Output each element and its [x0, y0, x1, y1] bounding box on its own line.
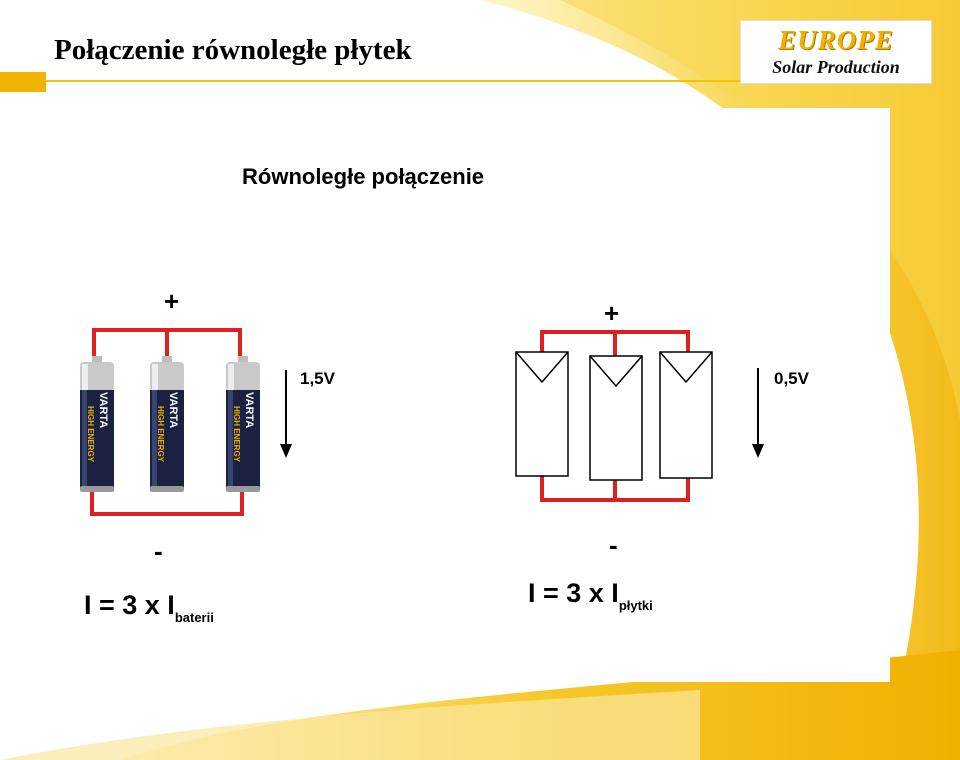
- title-accent-marker: [0, 72, 46, 92]
- logo-europe-text: EUROPE: [778, 25, 894, 55]
- solar-cell-3: [659, 351, 713, 479]
- battery-1-brand: VARTA: [97, 392, 109, 428]
- battery-minus-sign: -: [154, 536, 163, 566]
- battery-3: VARTA HIGH ENERGY: [226, 356, 260, 492]
- battery-1-model: HIGH ENERGY: [86, 406, 95, 463]
- diagram-panel: Równoległe połączenie + VARTA HIGH ENERG…: [44, 108, 890, 682]
- battery-2-model: HIGH ENERGY: [156, 406, 165, 463]
- battery-1: VARTA HIGH ENERGY: [80, 356, 114, 492]
- slide-title: Połączenie równoległe płytek: [54, 34, 412, 66]
- battery-voltage-label: 1,5V: [300, 369, 336, 388]
- cell-plus-sign: +: [604, 298, 619, 328]
- solar-cell-2: [589, 355, 643, 481]
- cell-voltage-arrow: [752, 368, 764, 458]
- battery-group: + VARTA HIGH ENERGY: [80, 286, 336, 625]
- battery-2-brand: VARTA: [167, 392, 179, 428]
- cell-formula: I = 3 x Ipłytki: [528, 578, 653, 613]
- diagram-heading: Równoległe połączenie: [242, 164, 484, 189]
- company-logo: EUROPE Solar Production: [740, 20, 932, 84]
- battery-voltage-arrow: [280, 370, 292, 458]
- battery-bottom-wire: [90, 486, 244, 516]
- cell-formula-main: I = 3 x I: [528, 578, 619, 608]
- cell-formula-subscript: płytki: [619, 598, 653, 613]
- logo-solar-production-text: Solar Production: [772, 57, 900, 77]
- solar-cell-1: [515, 351, 569, 477]
- battery-formula: I = 3 x Ibaterii: [84, 590, 214, 625]
- battery-2: VARTA HIGH ENERGY: [150, 356, 184, 492]
- title-underline: [46, 80, 746, 82]
- parallel-connection-diagram: Równoległe połączenie + VARTA HIGH ENERG…: [80, 164, 810, 625]
- solar-cell-group: +: [515, 298, 810, 613]
- cell-voltage-label: 0,5V: [774, 369, 810, 388]
- battery-3-model: HIGH ENERGY: [232, 406, 241, 463]
- battery-plus-sign: +: [164, 286, 179, 316]
- battery-formula-main: I = 3 x I: [84, 590, 175, 620]
- battery-formula-subscript: baterii: [175, 610, 214, 625]
- battery-3-brand: VARTA: [243, 392, 255, 428]
- cell-minus-sign: -: [609, 530, 618, 560]
